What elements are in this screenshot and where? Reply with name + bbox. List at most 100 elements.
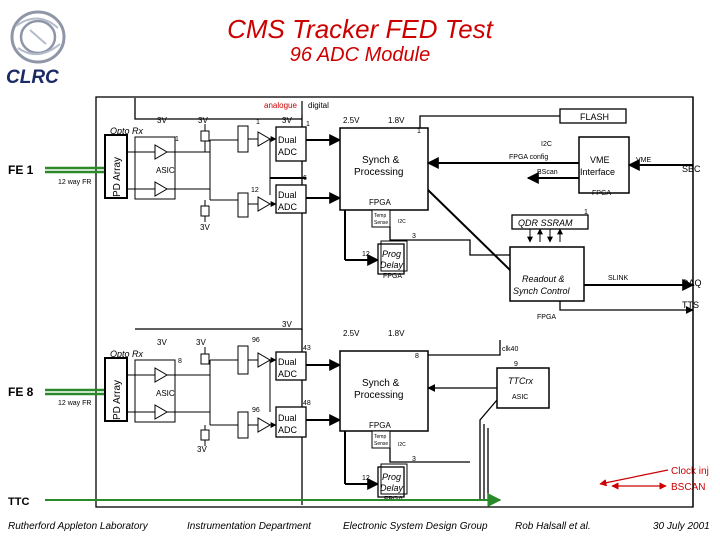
fe1-prog-delay — [377, 243, 405, 275]
fe1-3v-d: 3V — [282, 116, 292, 125]
sbc-label: SBC — [682, 164, 701, 174]
qdr-label-1: 1 — [584, 209, 588, 216]
ttcrx-asic — [496, 367, 550, 409]
fe8-label-48: 48 — [303, 400, 311, 407]
fe1-3v-c: 3V — [200, 223, 210, 232]
fe8-temp-label-b: Sense — [374, 441, 388, 447]
footer-lab: Rutherford Appleton Laboratory — [8, 521, 148, 532]
fe8-2v5: 2.5V — [343, 329, 360, 338]
fe1-optorx-label: Opto Rx — [110, 126, 144, 136]
fe1-dual-adc-1-label-a: Dual — [278, 135, 297, 145]
logo-text: CLRC — [6, 67, 59, 88]
fe8-3v-b: 3V — [196, 338, 206, 347]
top-digital-section: 2.5V 1.8V Synch & Processing FPGA Temp S… — [306, 108, 702, 321]
footer-date: 30 July 2001 — [653, 521, 710, 532]
fe1-label-1c: 1 — [306, 121, 310, 128]
ttc-label: TTC — [8, 496, 29, 508]
legend-digital: digital — [308, 101, 329, 110]
fe1-amp-2-icon — [154, 181, 168, 197]
fe8-temp-i2c: I2C — [398, 442, 406, 448]
fe8-3v-c: 3V — [197, 445, 207, 454]
fe1-dual-adc-1 — [275, 126, 307, 162]
fe1-temp-sensor — [371, 209, 391, 228]
flash-label: FLASH — [580, 112, 609, 122]
page-subtitle: 96 ADC Module — [289, 44, 431, 66]
readout-synch-control-fpga — [509, 246, 585, 302]
fe1-1v8: 1.8V — [388, 116, 405, 125]
fe8-label-8b: 8 — [415, 353, 419, 360]
fe1-dual-adc-2-label-b: ADC — [278, 202, 298, 212]
fe8-1v8: 1.8V — [388, 329, 405, 338]
top-analogue-section: FE 1 12 way FR Opto Rx PD Array ASIC 1 3… — [8, 116, 310, 232]
fe8-prog-label-b: Delay — [380, 483, 404, 493]
fe1-2v5: 2.5V — [343, 116, 360, 125]
readout-fpga-label: FPGA — [537, 314, 556, 321]
footer-department: Instrumentation Department — [187, 521, 311, 532]
ttc-input: TTC — [8, 493, 502, 508]
clk40-label: clk40 — [502, 346, 518, 353]
daq-label: DAQ — [682, 278, 702, 288]
vme-bus-label: VME — [636, 157, 652, 164]
fe1-pd-array — [104, 134, 128, 199]
tts-label: TTS — [682, 300, 699, 310]
fe8-resistor-1 — [200, 353, 210, 365]
readout-label-b: Synch Control — [513, 286, 571, 296]
fe8-amp-1-icon — [154, 367, 168, 383]
fe8-synch-processing-fpga — [339, 350, 429, 432]
fe8-resistor-2 — [200, 429, 210, 441]
fe1-label-1d: 1 — [417, 128, 421, 135]
fe1-resistor-1 — [200, 130, 210, 142]
fe8-buffer-1-icon — [257, 352, 271, 368]
fe1-buffer-1-icon — [257, 131, 271, 147]
fe1-resistor-2 — [200, 205, 210, 217]
fe1-label-12b: 12 — [362, 251, 370, 258]
fe1-fibre-label: 12 way FR — [58, 179, 91, 186]
fe8-label: FE 8 — [8, 385, 34, 399]
fe8-3v-d: 3V — [282, 320, 292, 329]
fe1-label-12a: 12 — [251, 187, 259, 194]
fe1-label: FE 1 — [8, 163, 34, 177]
bscan-label: BSCAN — [671, 482, 705, 493]
ttcrx-asic-label: ASIC — [512, 394, 528, 401]
fe8-dual-adc-1-label-a: Dual — [278, 357, 297, 367]
bottom-digital-section: 2.5V 1.8V Synch & Processing FPGA Temp S… — [306, 329, 709, 503]
fe8-3v-a: 3V — [157, 338, 167, 347]
legend-analogue: analogue — [264, 101, 297, 110]
fe1-buffer-2-icon — [257, 196, 271, 212]
fe8-dual-adc-1 — [275, 351, 307, 381]
vme-fpga-config-label: FPGA config — [509, 154, 548, 161]
fe1-3v-a: 3V — [157, 116, 167, 125]
fe8-dual-adc-2-label-b: ADC — [278, 425, 298, 435]
fe8-mux-1 — [237, 345, 249, 375]
fe8-prog-label-a: Prog — [382, 472, 401, 482]
fe8-prog-delay — [377, 466, 405, 498]
slink-label: SLINK — [608, 275, 629, 282]
fe1-amp-1-icon — [154, 144, 168, 160]
fe1-asic — [134, 136, 176, 200]
fe1-prog-label-b: Delay — [380, 260, 404, 270]
fe8-dual-adc-2 — [275, 406, 307, 438]
fe8-synch-label-a: Synch & — [362, 378, 400, 389]
fe1-label-1a: 1 — [175, 136, 179, 143]
fe8-label-96b: 96 — [252, 407, 260, 414]
fe8-amp-2-icon — [154, 404, 168, 420]
vme-label-b: Interface — [580, 167, 615, 177]
qdr-label: QDR SSRAM — [518, 218, 573, 228]
fe1-synch-label-b: Processing — [354, 167, 403, 178]
fe1-dual-adc-1-label-b: ADC — [278, 147, 298, 157]
fe8-dual-adc-1-label-b: ADC — [278, 369, 298, 379]
fe1-synch-label-a: Synch & — [362, 155, 400, 166]
page-title: CMS Tracker FED Test — [227, 14, 493, 44]
fe8-dual-adc-2-label-a: Dual — [278, 413, 297, 423]
fe1-prog-label-a: Prog — [382, 249, 401, 259]
fe1-temp-label-b: Sense — [374, 220, 388, 226]
footer-author: Rob Halsall et al. — [515, 521, 591, 532]
fe1-mux-2 — [237, 192, 249, 218]
fe8-temp-sensor — [371, 430, 391, 449]
fe8-asic — [134, 359, 176, 423]
fe1-prog-fpga: FPGA — [383, 273, 402, 280]
ttcrx-label: TTCrx — [508, 376, 533, 386]
fe8-label-9: 9 — [514, 361, 518, 368]
fe1-temp-i2c: I2C — [398, 219, 406, 225]
